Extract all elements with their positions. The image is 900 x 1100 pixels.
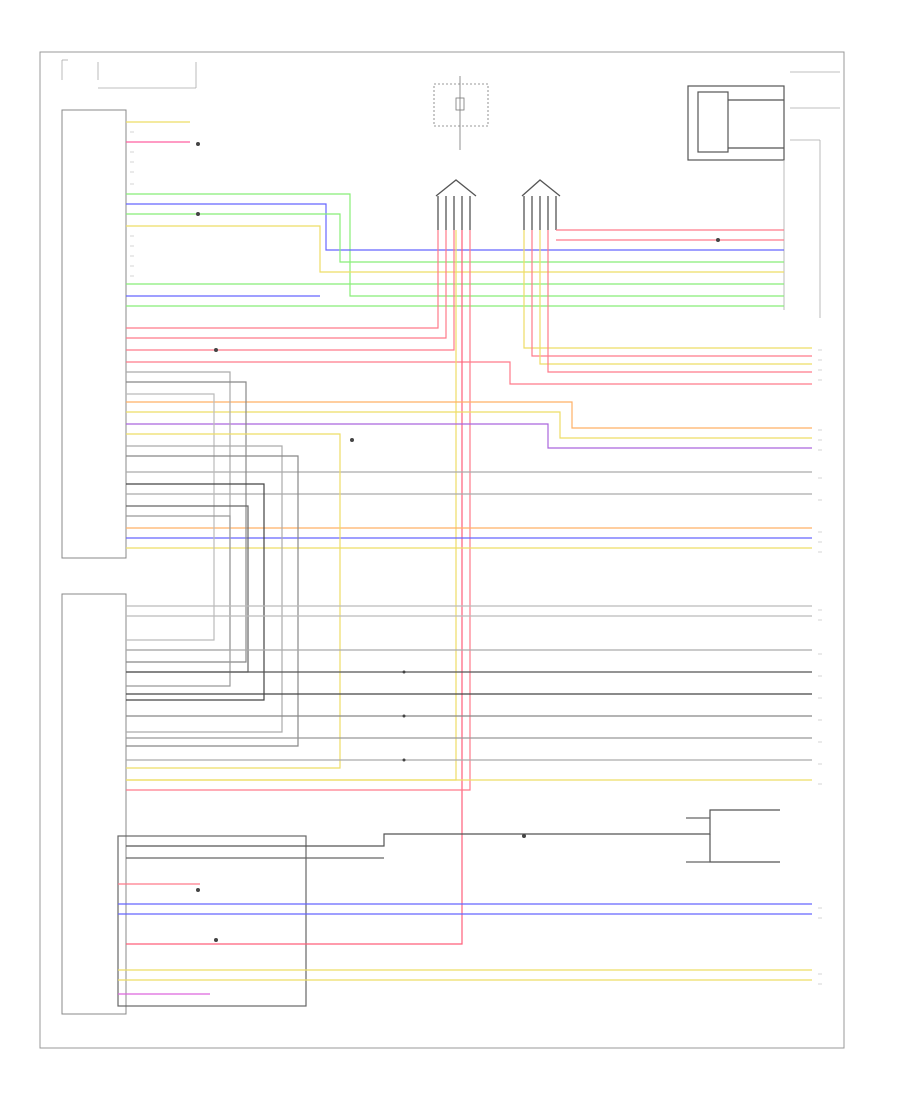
wire-center-red-2	[126, 230, 471, 791]
diagram-frame	[39, 51, 845, 1049]
wire-group-middle	[126, 371, 812, 769]
wire-group-lower	[118, 605, 812, 995]
splice-dots	[196, 142, 720, 942]
lower-subbox	[117, 835, 307, 1007]
connector-center-right	[521, 179, 561, 230]
wire-center-red	[126, 230, 463, 945]
wire-group-upper	[126, 121, 812, 385]
upper-module-box	[61, 109, 127, 559]
lower-module-box	[61, 593, 127, 1015]
pin-tick-marks-left	[130, 131, 134, 277]
wire-center-yellow	[126, 230, 457, 781]
right-relay-box	[687, 85, 785, 161]
connector-center-left	[435, 179, 477, 230]
pin-tick-marks-right	[818, 349, 822, 985]
top-left-switch	[61, 59, 197, 89]
top-fuse-symbol	[433, 76, 489, 150]
